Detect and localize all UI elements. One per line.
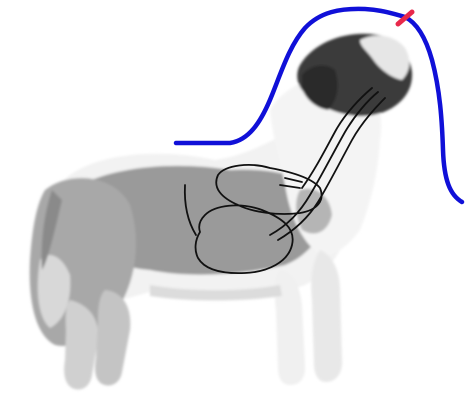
dog-body: [30, 34, 412, 390]
